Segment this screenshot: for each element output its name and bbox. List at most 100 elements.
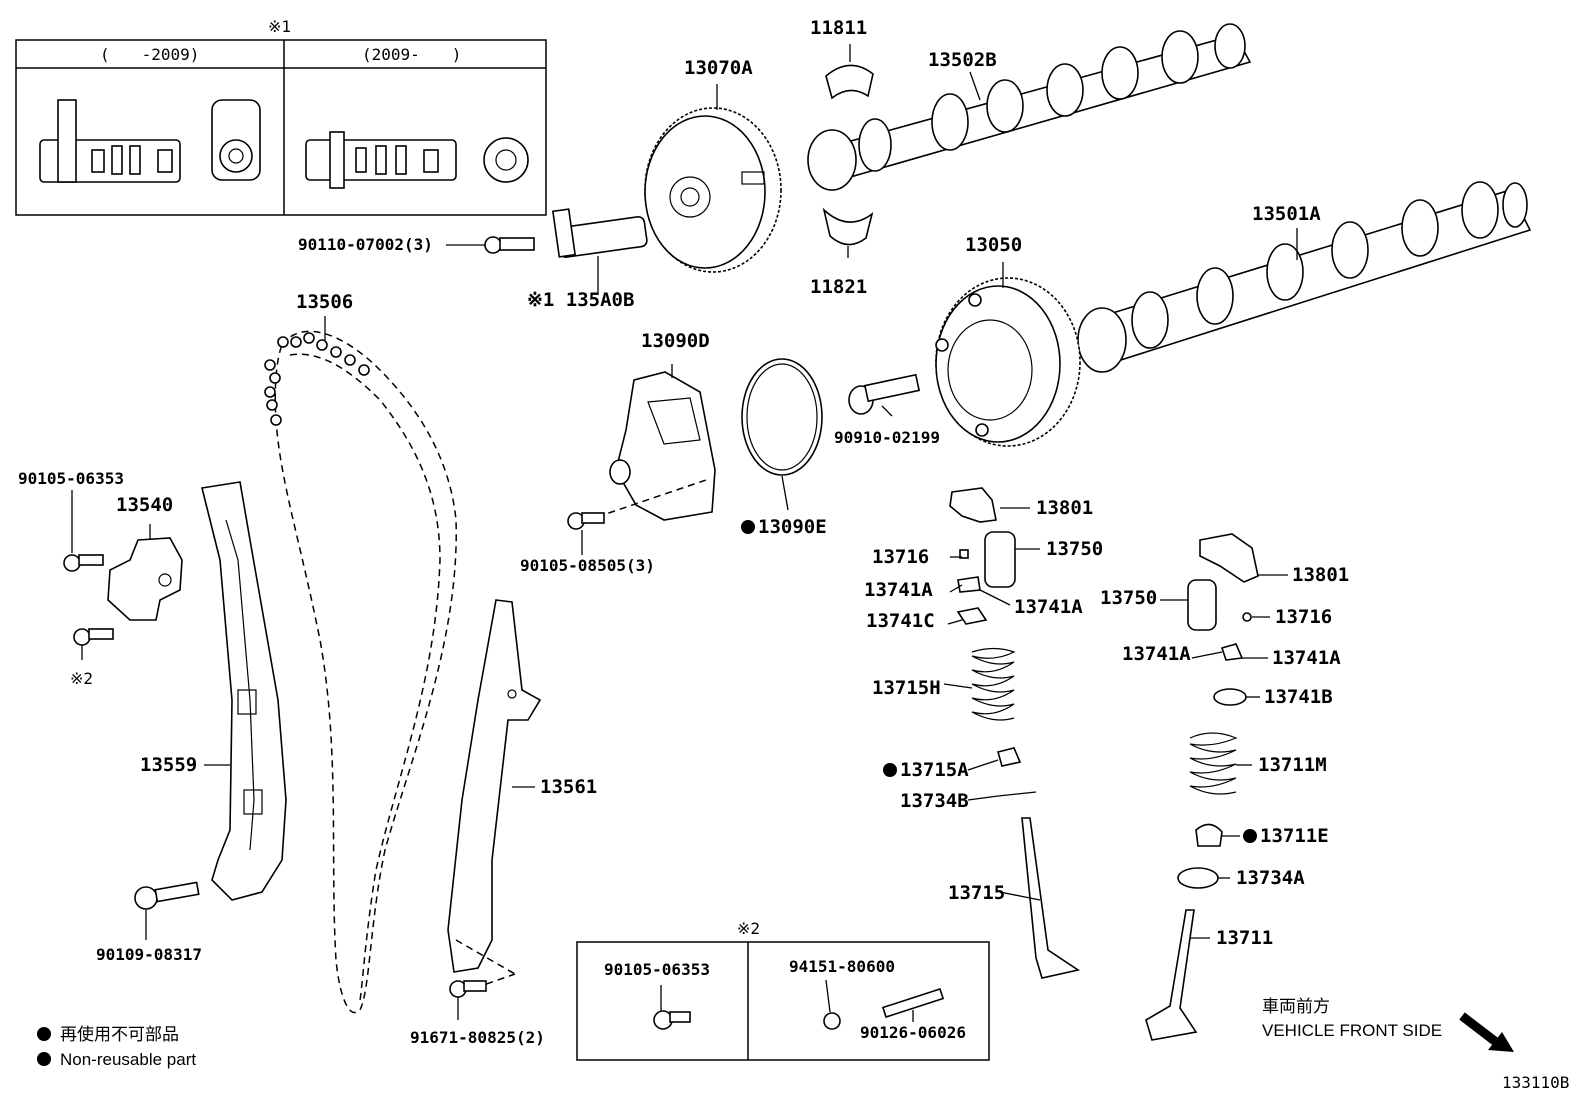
- label-13750-a: 13750: [1046, 538, 1103, 560]
- label-13559: 13559: [140, 754, 197, 776]
- label-13711m: 13711M: [1258, 754, 1327, 776]
- label-13711: 13711: [1216, 927, 1273, 949]
- leader-lines: [149, 44, 1298, 939]
- valve-spring-13715h: [971, 647, 1016, 721]
- camshaft-exhaust-13502b: [807, 23, 1252, 191]
- non-reusable-dot-13715a: [883, 763, 897, 777]
- ocv-old-illustration: [39, 99, 261, 183]
- label-13715: 13715: [948, 882, 1005, 904]
- label-91671-80825: 91671-80825(2): [410, 1028, 545, 1047]
- label-13050: 13050: [965, 234, 1022, 256]
- label-13540: 13540: [116, 494, 173, 516]
- retainer-13741c: [956, 607, 988, 625]
- inset-2-marker: ※2: [737, 919, 760, 938]
- keeper-13741a-a: [957, 576, 981, 593]
- timing-gear-13070a: [644, 107, 782, 273]
- retainer-13741b: [1213, 688, 1247, 706]
- timing-gear-13050: [935, 277, 1081, 447]
- inset-2: ※2 90105-06353 94151-80600 90126-06026: [576, 919, 990, 1061]
- label-13716-b: 13716: [1275, 606, 1332, 628]
- legend-dot-en: [37, 1052, 51, 1066]
- seat-13734b: [997, 791, 1037, 797]
- label-13715a: 13715A: [900, 759, 969, 781]
- camshaft-intake-13501a: [1077, 181, 1532, 373]
- label-13741a-b: 13741A: [1014, 596, 1083, 618]
- rocker-arm-13801-b: [1199, 533, 1259, 583]
- bolt-90105-06353: [63, 490, 104, 572]
- o-ring-13090e: [741, 358, 823, 476]
- oil-control-valve-135a0b: [551, 208, 648, 259]
- shim-13716-a: [959, 549, 969, 559]
- label-90910-02199: 90910-02199: [834, 428, 940, 447]
- label-13741c: 13741C: [866, 610, 935, 632]
- label-90109-08317: 90109-08317: [96, 945, 202, 964]
- diagram-id: 133110B: [1502, 1073, 1569, 1092]
- label-13801-b: 13801: [1292, 564, 1349, 586]
- valve-13715: [1021, 817, 1081, 979]
- label-13090d: 13090D: [641, 330, 710, 352]
- label-13741b: 13741B: [1264, 686, 1333, 708]
- bearing-lower-11821: [822, 207, 874, 246]
- label-13501a: 13501A: [1252, 203, 1321, 225]
- bolt-90910: [848, 373, 921, 415]
- legend-jp: 再使用不可部品: [60, 1024, 179, 1044]
- ocv-new-illustration: [305, 131, 529, 189]
- stud-bolt-icon: [823, 979, 945, 1030]
- inset-1: ※1 ( -2009) (2009- ): [15, 17, 547, 216]
- label-13506: 13506: [296, 291, 353, 313]
- label-90105-06353: 90105-06353: [18, 469, 124, 488]
- direction-en: VEHICLE FRONT SIDE: [1262, 1021, 1442, 1040]
- inset-2-left-part: 90105-06353: [604, 960, 710, 979]
- seal-13715a: [997, 747, 1022, 767]
- label-13741a-a: 13741A: [864, 579, 933, 601]
- label-13711e: 13711E: [1260, 825, 1329, 847]
- label-13750-b: 13750: [1100, 587, 1157, 609]
- label-13734a: 13734A: [1236, 867, 1305, 889]
- seal-13711e: [1195, 823, 1223, 847]
- direction-jp: 車両前方: [1262, 997, 1330, 1016]
- label-90105-08505: 90105-08505(3): [520, 556, 655, 575]
- bolt-note2: [73, 628, 114, 660]
- bolt-icon: [653, 985, 691, 1030]
- bolt-90110: [446, 236, 535, 254]
- shim-13716-b: [1242, 612, 1252, 622]
- bolt-91671: [449, 980, 487, 1020]
- valve-13711: [1145, 909, 1198, 1041]
- label-11821: 11821: [810, 276, 867, 298]
- tensioner-13540: [107, 537, 183, 621]
- bolt-90109-08317: [134, 881, 200, 940]
- legend-en: Non-reusable part: [60, 1050, 196, 1069]
- label-13734b: 13734B: [900, 790, 969, 812]
- non-reusable-dot-13090e: [741, 520, 755, 534]
- inset-1-marker: ※1: [268, 17, 291, 36]
- valve-lifter-13750-b: [1187, 579, 1217, 631]
- inset-2-right-part-bottom: 90126-06026: [860, 1023, 966, 1042]
- inset-1-col-right: (2009- ): [362, 45, 461, 64]
- inset-1-col-left: ( -2009): [100, 45, 199, 64]
- rocker-arm-13801-a: [949, 487, 997, 523]
- timing-chain-13506: [264, 330, 457, 1014]
- label-note2: ※2: [70, 669, 93, 688]
- direction-arrow-icon: [1459, 1012, 1514, 1052]
- label-13715h: 13715H: [872, 677, 941, 699]
- non-reusable-dot-13711e: [1243, 829, 1257, 843]
- label-13561: 13561: [540, 776, 597, 798]
- bearing-upper-11811: [825, 64, 874, 100]
- chain-cover-13090d: [596, 371, 716, 521]
- keeper-13741a-c: [1220, 643, 1244, 661]
- chain-slipper-13559: [201, 481, 287, 901]
- label-13070a: 13070A: [684, 57, 753, 79]
- valve-lifter-13750-a: [984, 531, 1016, 588]
- label-135a0b: ※1 135A0B: [527, 289, 634, 311]
- label-13741a-d: 13741A: [1272, 647, 1341, 669]
- label-13741a-c: 13741A: [1122, 643, 1191, 665]
- valve-spring-13711m: [1189, 732, 1238, 795]
- label-11811: 11811: [810, 17, 867, 39]
- inset-2-right-part-top: 94151-80600: [789, 957, 895, 976]
- seat-13734a: [1177, 867, 1219, 889]
- label-13716-a: 13716: [872, 546, 929, 568]
- chain-damper-13561: [447, 599, 542, 989]
- bolt-90105-08505: [567, 512, 605, 530]
- legend-dot: [37, 1027, 51, 1041]
